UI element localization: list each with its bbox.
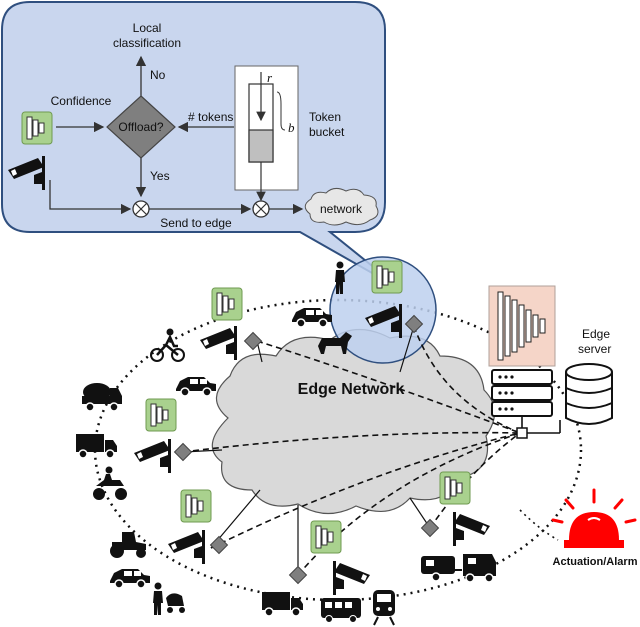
actuation-alarm-label: Actuation/Alarm — [553, 556, 638, 568]
dnn-model-icon — [371, 260, 403, 294]
alarm-light-icon — [551, 488, 637, 548]
train-icon — [373, 590, 395, 626]
send-to-edge-label: Send to edge — [160, 216, 232, 230]
edge-network-cloud — [211, 328, 496, 515]
server-dnn-model — [488, 285, 556, 367]
atv-icon — [93, 466, 127, 500]
local-classification-label-1: Local — [133, 21, 162, 35]
local-classification-label-2: classification — [113, 36, 181, 50]
car-icon — [109, 568, 151, 589]
uplink-diamond — [174, 443, 192, 461]
uplink-diamond — [421, 519, 439, 537]
offload-diamond: Offload? — [106, 95, 176, 159]
no-label: No — [150, 68, 166, 82]
tokens-label: # tokens — [188, 110, 233, 124]
zoom-highlight — [329, 256, 437, 364]
cyclist-icon — [150, 328, 185, 362]
network-hub — [516, 427, 528, 439]
alarm-link — [519, 509, 559, 541]
camera-feed-arrow — [49, 180, 132, 215]
multiplier-node — [132, 200, 150, 218]
network-cloud-small: network — [304, 187, 379, 226]
token-bucket-box — [234, 65, 299, 202]
tractor-icon — [110, 532, 146, 558]
dnn-model-icon — [310, 520, 342, 554]
dnn-model-icon — [21, 111, 53, 145]
dnn-model-icon — [145, 398, 177, 432]
token-bucket-label-1: Token — [309, 110, 341, 124]
token-bucket-label-2: bucket — [309, 125, 345, 139]
camera-icon — [453, 512, 490, 546]
bus-icon — [321, 598, 361, 623]
caravan-icon — [421, 554, 496, 583]
camera-icon — [200, 326, 237, 360]
rate-symbol: r — [267, 70, 273, 85]
multiplier-node-2 — [252, 200, 270, 218]
car-icon — [175, 376, 217, 397]
pedestrian-icon — [153, 582, 163, 615]
car-icon — [291, 307, 333, 328]
yes-label: Yes — [150, 169, 170, 183]
uplink-diamond — [210, 536, 228, 554]
edge-server-label-2: server — [578, 342, 611, 356]
camera-icon — [134, 439, 171, 473]
camera-icon — [333, 561, 370, 595]
bucket-size-symbol: b — [288, 120, 295, 135]
stroller-icon — [166, 593, 185, 613]
edge-network-label: Edge Network — [298, 381, 405, 398]
dnn-model-icon — [211, 287, 243, 321]
zoom-panel — [1, 1, 403, 291]
delivery-truck-icon — [261, 591, 304, 617]
wired-links — [182, 325, 431, 575]
uplink-diamond — [289, 566, 307, 584]
database-icon — [565, 363, 613, 425]
camera-icon — [168, 530, 205, 564]
edge-server-label-1: Edge — [582, 327, 610, 341]
dnn-model-icon — [180, 489, 212, 523]
dog-icon — [318, 332, 352, 354]
network-label: network — [320, 202, 363, 216]
confidence-label: Confidence — [51, 94, 112, 108]
server-rack-icon — [491, 369, 553, 417]
offload-label: Offload? — [118, 120, 163, 134]
dnn-model-icon — [439, 471, 471, 505]
cement-truck-icon — [82, 383, 122, 412]
truck-icon — [75, 433, 118, 459]
